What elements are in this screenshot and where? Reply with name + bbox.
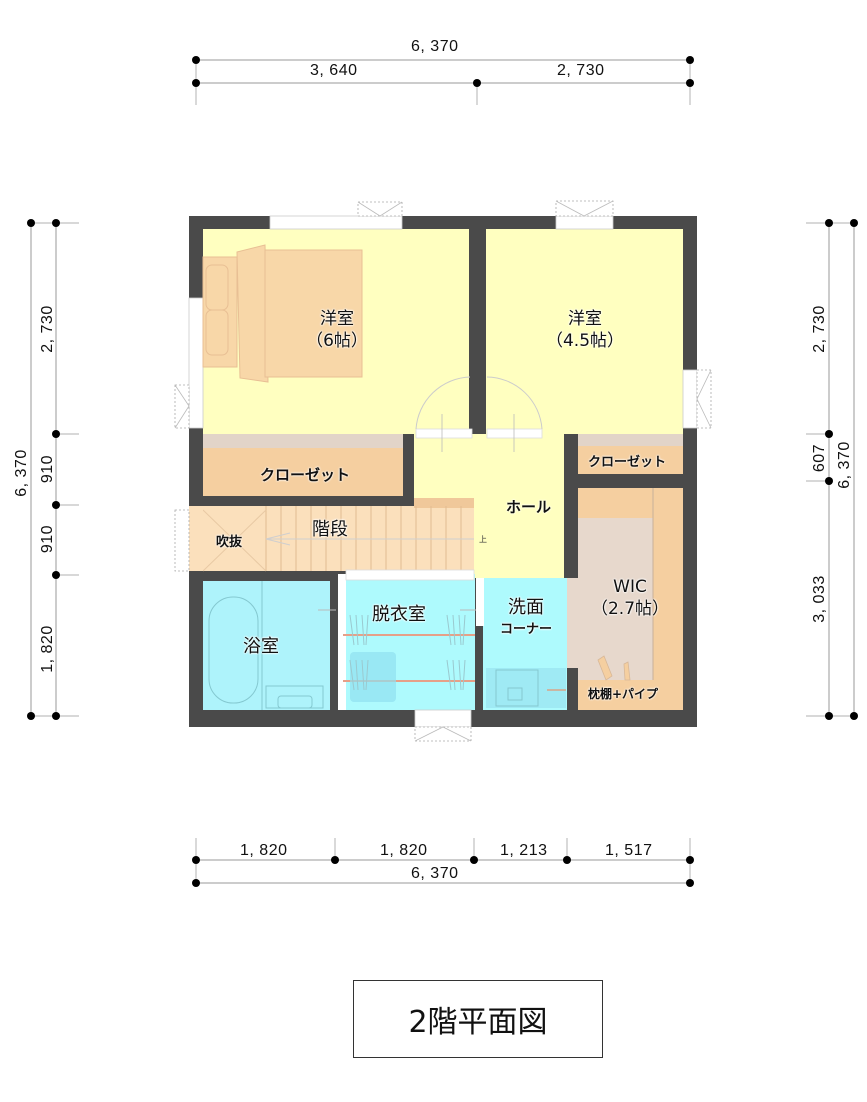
room-size: （4.5帖）	[545, 331, 625, 351]
room-name: WIC	[613, 577, 647, 597]
room-size: （6帖）	[306, 331, 368, 351]
room-washroom: 洗面 コーナー	[496, 597, 556, 641]
floor-plan	[174, 200, 712, 742]
plan-title: 2階平面図	[353, 980, 603, 1058]
dim-top-seg-2: 2, 730	[557, 62, 605, 79]
room-wic: WIC （2.7帖）	[585, 576, 675, 620]
left-dimension-lines	[27, 219, 79, 720]
room-subname: コーナー	[499, 622, 552, 637]
room-wic-shelf: 枕棚+パイプ	[588, 687, 659, 701]
room-closet-west: クローゼット	[260, 466, 351, 484]
closet-east-floor	[578, 446, 683, 474]
dim-bottom-seg-4: 1, 517	[605, 842, 653, 859]
room-bath: 浴室	[243, 636, 279, 657]
room-dressing: 脱衣室	[372, 604, 426, 625]
room-name: 洋室	[568, 309, 602, 329]
bed-icon	[202, 244, 363, 383]
bottom-dimension-lines	[192, 838, 694, 887]
dim-bottom-seg-2: 1, 820	[380, 842, 428, 859]
dim-top-total: 6, 370	[411, 38, 459, 55]
room-name: 洗面	[508, 597, 544, 618]
closet-west-floor	[203, 448, 403, 496]
dim-bottom-total: 6, 370	[411, 865, 459, 882]
dim-top-seg-1: 3, 640	[310, 62, 358, 79]
top-dimension-lines	[192, 56, 694, 105]
room-stairs: 階段	[312, 519, 348, 540]
room-bedroom-west: 洋室 （6帖）	[302, 308, 372, 352]
room-hall: ホール	[506, 498, 552, 516]
room-name: 洋室	[320, 309, 354, 329]
room-void: 吹抜	[216, 535, 243, 550]
room-closet-east: クローゼット	[588, 455, 667, 470]
room-bedroom-east: 洋室 （4.5帖）	[530, 308, 640, 352]
dim-bottom-seg-1: 1, 820	[240, 842, 288, 859]
dim-bottom-seg-3: 1, 213	[500, 842, 548, 859]
stairs-up-marker: 上	[479, 535, 487, 544]
room-size: （2.7帖）	[590, 599, 670, 619]
right-dimension-lines	[806, 219, 858, 720]
bedroom-east-floor	[486, 229, 683, 434]
hall-floor	[414, 434, 564, 506]
